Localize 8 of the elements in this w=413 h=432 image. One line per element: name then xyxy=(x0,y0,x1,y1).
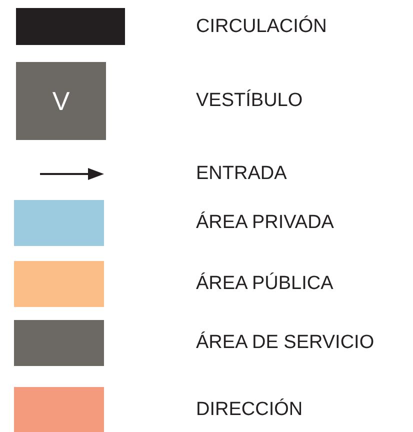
swatch-letter: V xyxy=(52,84,70,118)
legend-label: ÁREA PÚBLICA xyxy=(196,274,334,293)
legend-label: VESTÍBULO xyxy=(196,91,303,110)
legend-label: ÁREA PRIVADA xyxy=(196,213,334,232)
legend-label: ÁREA DE SERVICIO xyxy=(196,333,374,352)
legend-label: ENTRADA xyxy=(196,164,287,183)
legend-label: CIRCULACIÓN xyxy=(196,16,327,36)
legend-label: DIRECCIÓN xyxy=(196,400,303,418)
